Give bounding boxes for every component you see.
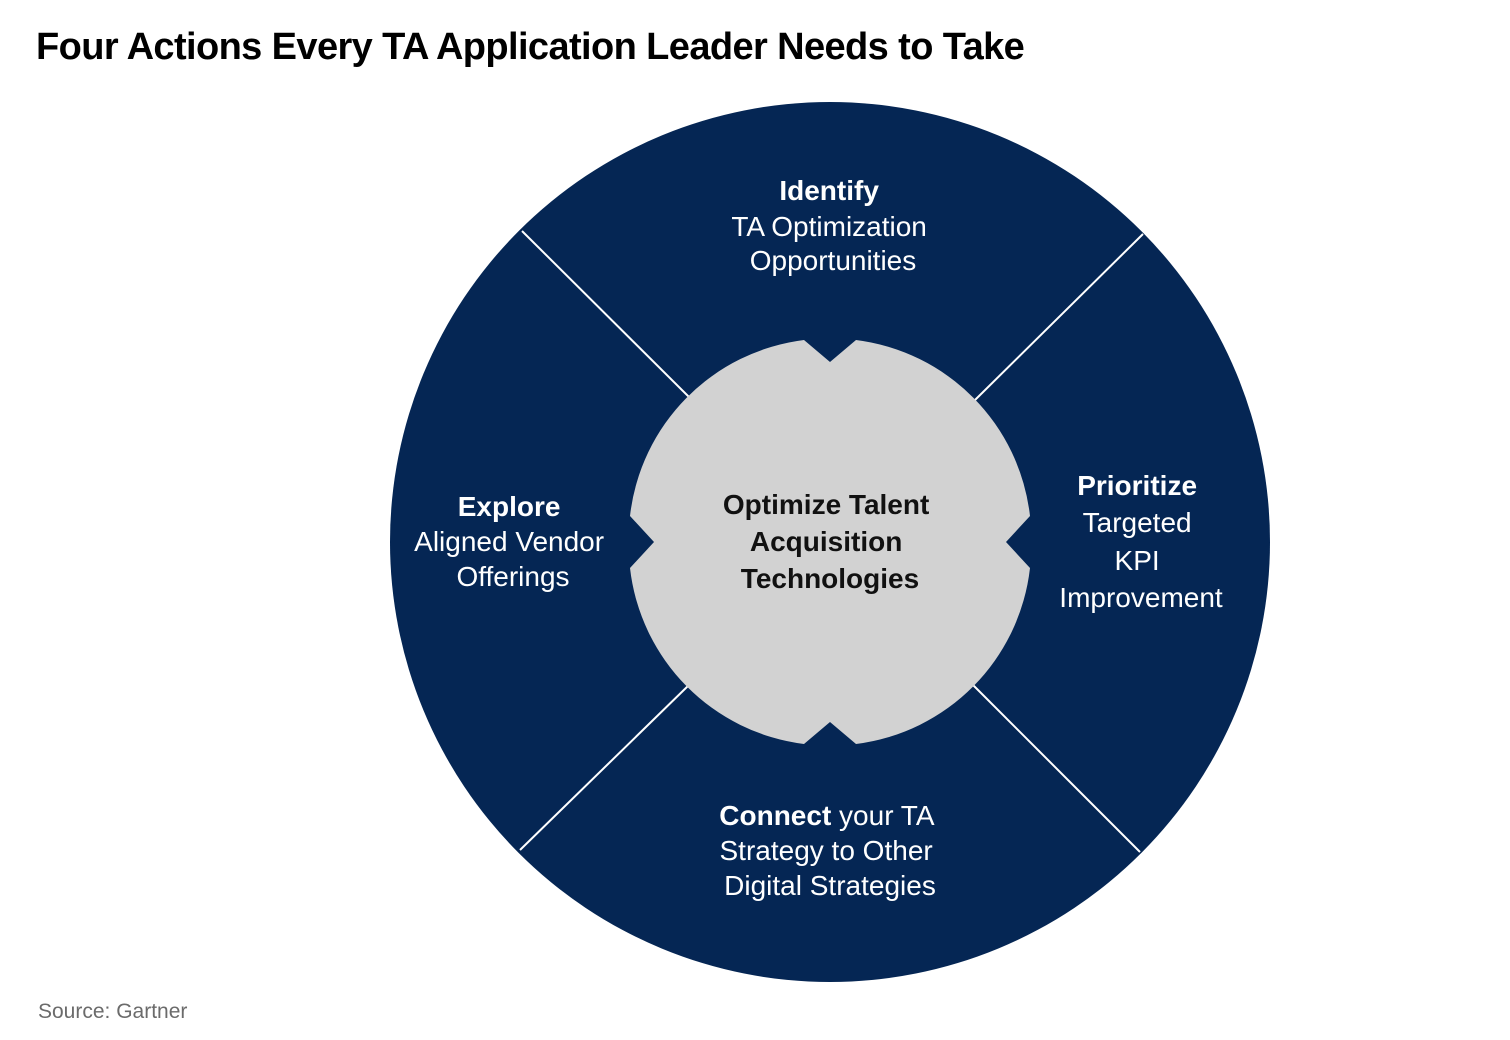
segment-bottom-first-line: Connect your TA: [719, 800, 935, 831]
segment-left-heading: Explore: [458, 491, 561, 522]
central-hub: [630, 340, 1030, 744]
segment-top-line-1: TA Optimization: [731, 211, 927, 242]
hub-label: Optimize Talent Acquisition Technologies: [723, 489, 937, 594]
segment-left-line-2: Offerings: [456, 561, 569, 592]
segment-top-label: Identify TA Optimization Opportunities: [731, 175, 934, 276]
segment-right-label: Prioritize Targeted KPI Improvement: [1059, 470, 1223, 613]
segment-top-line-2: Opportunities: [750, 245, 917, 276]
source-note: Source: Gartner: [38, 1000, 188, 1023]
segment-bottom-line-1: Strategy to Other: [720, 835, 933, 866]
segment-bottom-line-2: Digital Strategies: [724, 870, 936, 901]
divider-top-left: [521, 230, 691, 399]
page-title: Four Actions Every TA Application Leader…: [36, 26, 1025, 68]
segment-bottom-label: Connect your TA Strategy to Other Digita…: [719, 800, 940, 901]
segment-top-heading: Identify: [779, 175, 879, 206]
segment-left-label: Explore Aligned Vendor Offerings: [414, 491, 612, 592]
segment-bottom-heading: Connect: [719, 800, 831, 831]
hub-line-3: Technologies: [741, 563, 919, 594]
segment-right-line-1: Targeted: [1083, 507, 1192, 538]
segment-right-line-2: KPI: [1115, 545, 1160, 576]
divider-top-right: [974, 233, 1144, 401]
segment-right-line-3: Improvement: [1059, 582, 1223, 613]
divider-bottom-left: [519, 683, 691, 851]
hub-line-1: Optimize Talent: [723, 489, 929, 520]
divider-bottom-right: [971, 683, 1141, 853]
segment-bottom-heading-rest: your TA: [831, 800, 935, 831]
hub-line-2: Acquisition: [750, 526, 902, 557]
segment-right-heading: Prioritize: [1077, 470, 1197, 501]
segment-left-line-1: Aligned Vendor: [414, 526, 604, 557]
